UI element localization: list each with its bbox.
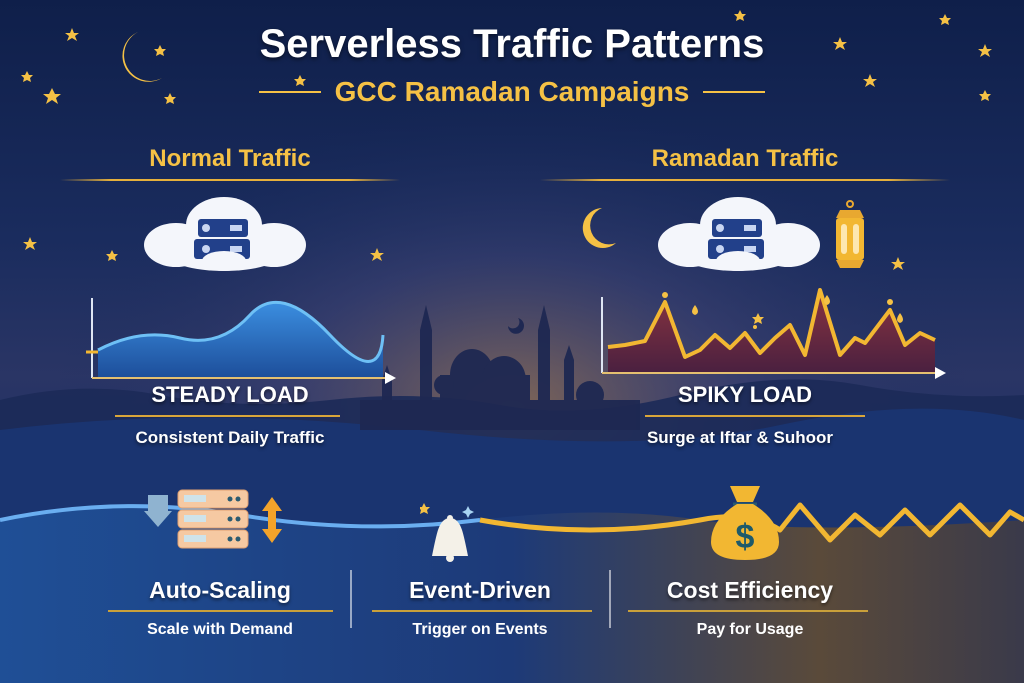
- page-subtitle: GCC Ramadan Campaigns: [334, 76, 690, 107]
- normal-traffic-panel: Normal Traffic: [60, 145, 400, 455]
- subtitle-rule-left: [258, 91, 321, 93]
- feature-cost-efficiency-rule: [628, 610, 868, 612]
- steady-load-chart: [86, 298, 396, 384]
- ramadan-traffic-panel: Ramadan Traffic: [540, 145, 950, 455]
- feature-auto-scaling-subtitle: Scale with Demand: [147, 621, 293, 638]
- spiky-load-description: Surge at Iftar & Suhoor: [646, 428, 834, 447]
- feature-cost-efficiency-subtitle: Pay for Usage: [696, 621, 804, 638]
- feature-event-driven-subtitle: Trigger on Events: [412, 621, 548, 638]
- feature-event-driven-title: Event-Driven: [409, 577, 551, 603]
- crescent-moon-icon: [122, 32, 162, 82]
- subtitle-rule-right: [703, 91, 766, 93]
- bell-moon-icon: [420, 483, 550, 562]
- feature-auto-scaling-rule: [108, 610, 333, 612]
- spiky-load-rule: [645, 415, 865, 417]
- steady-load-description: Consistent Daily Traffic: [135, 428, 325, 447]
- ramadan-traffic-title: Ramadan Traffic: [651, 145, 839, 172]
- spiky-load-chart: [601, 288, 946, 379]
- steady-load-label: STEADY LOAD: [151, 382, 309, 407]
- lantern-icon: [836, 200, 864, 268]
- server-stack-icon: [144, 489, 282, 549]
- feature-auto-scaling-title: Auto-Scaling: [149, 577, 291, 603]
- crescent-moon-icon: [582, 208, 616, 248]
- spiky-load-label: SPIKY LOAD: [677, 382, 813, 407]
- svg-text:$: $: [736, 518, 755, 556]
- subtitle-row: GCC Ramadan Campaigns: [0, 76, 1024, 108]
- feature-event-driven-rule: [372, 610, 592, 612]
- normal-traffic-title: Normal Traffic: [149, 145, 311, 172]
- ramadan-traffic-rule: [540, 179, 950, 181]
- cloud-server-icon: [658, 197, 820, 271]
- normal-traffic-rule: [60, 179, 400, 181]
- feature-cost-efficiency-title: Cost Efficiency: [666, 577, 834, 603]
- feature-divider: [350, 570, 352, 628]
- steady-load-rule: [115, 415, 340, 417]
- money-bag-icon: $: [711, 486, 779, 560]
- feature-divider: [609, 570, 611, 628]
- page-title: Serverless Traffic Patterns: [259, 22, 765, 66]
- cloud-server-icon: [144, 197, 306, 271]
